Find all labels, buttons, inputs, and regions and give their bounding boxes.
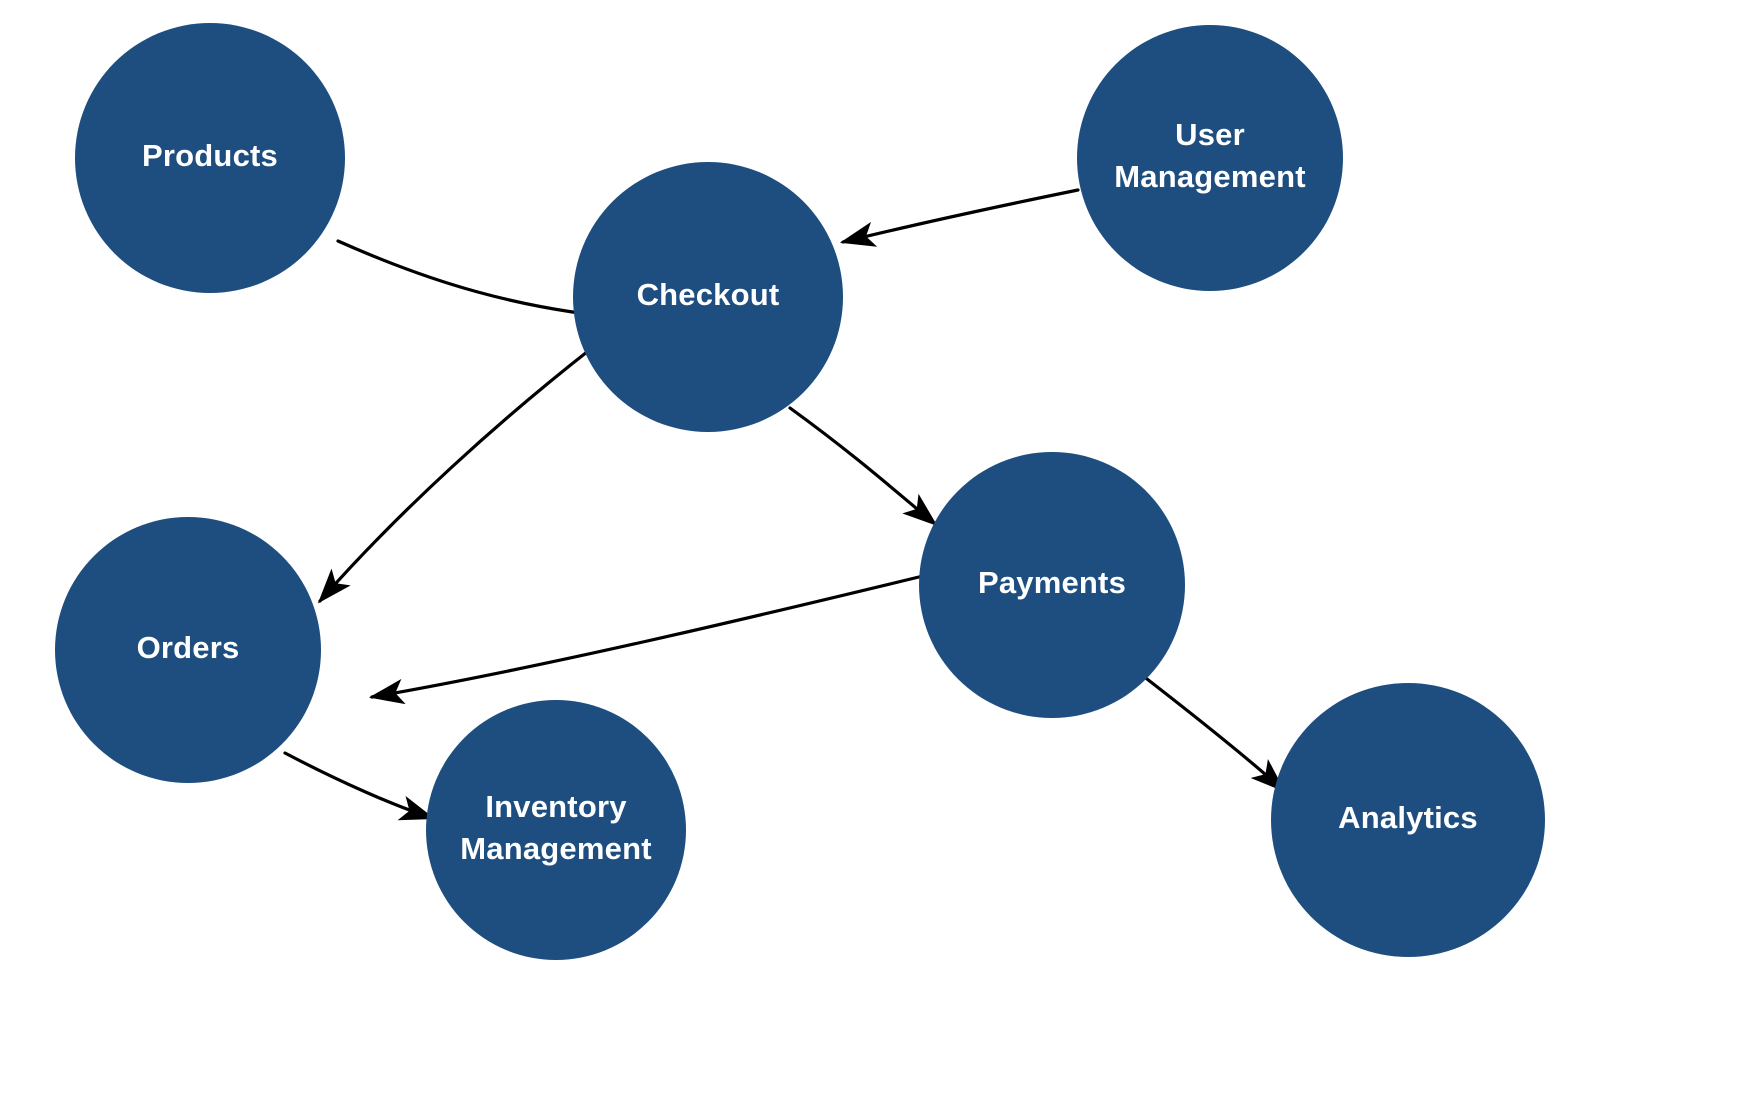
node-label-inventory-management: Management <box>460 831 651 866</box>
node-circle-checkout[interactable] <box>573 162 843 432</box>
nodes-layer: ProductsCheckoutUserManagementOrdersPaym… <box>55 23 1545 960</box>
node-circle-analytics[interactable] <box>1271 683 1545 957</box>
node-circle-orders[interactable] <box>55 517 321 783</box>
node-circle-products[interactable] <box>75 23 345 293</box>
node-payments[interactable]: Payments <box>919 452 1185 718</box>
node-orders[interactable]: Orders <box>55 517 321 783</box>
node-circle-user-management[interactable] <box>1077 25 1343 291</box>
node-label-user-management: User <box>1175 117 1245 152</box>
node-label-products: Products <box>142 138 278 173</box>
edges-layer <box>283 188 1286 821</box>
edge-checkout-to-payments <box>788 406 938 527</box>
node-label-orders: Orders <box>137 630 240 665</box>
node-checkout[interactable]: Checkout <box>573 162 843 432</box>
node-label-inventory-management: Inventory <box>485 789 627 824</box>
edge-user-management-to-checkout <box>839 188 1080 247</box>
node-circle-inventory-management[interactable] <box>426 700 686 960</box>
node-products[interactable]: Products <box>75 23 345 293</box>
node-circle-payments[interactable] <box>919 452 1185 718</box>
node-analytics[interactable]: Analytics <box>1271 683 1545 957</box>
node-label-analytics: Analytics <box>1338 800 1478 835</box>
node-label-payments: Payments <box>978 565 1126 600</box>
node-label-user-management: Management <box>1114 159 1305 194</box>
edge-payments-to-analytics <box>1136 670 1286 793</box>
edge-checkout-to-orders <box>317 346 594 604</box>
edge-payments-to-orders <box>368 574 925 705</box>
node-label-checkout: Checkout <box>637 277 780 312</box>
edge-orders-to-inventory-management <box>283 751 436 821</box>
